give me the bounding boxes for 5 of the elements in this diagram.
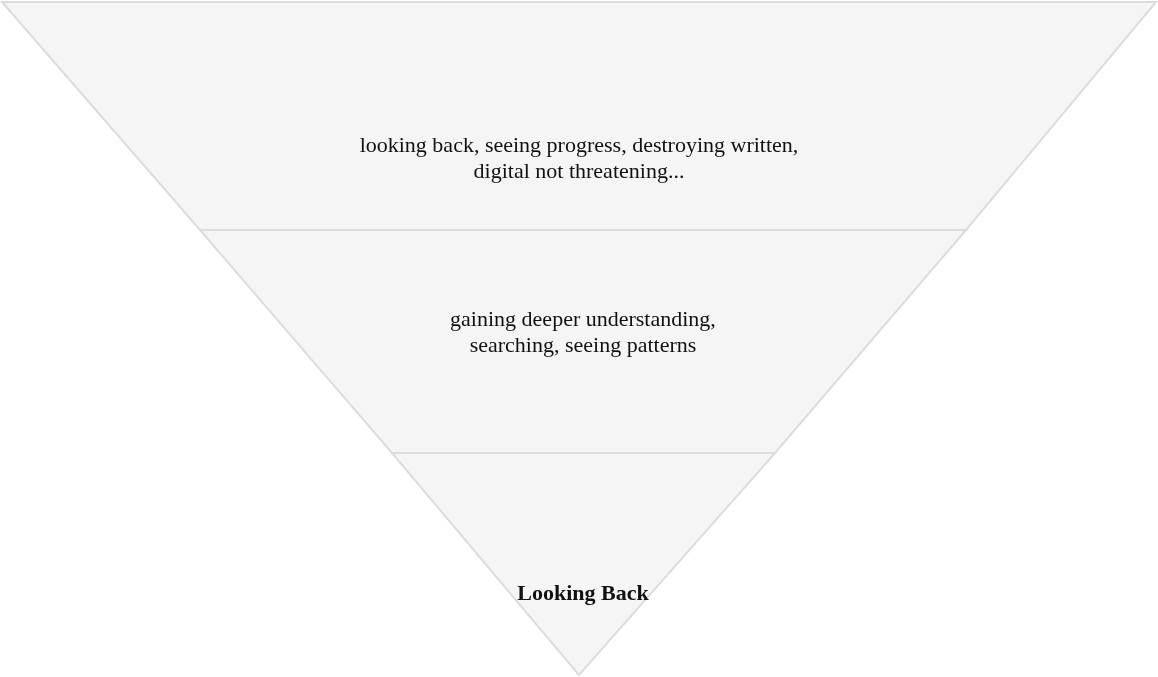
band-text: looking back, seeing progress, destroying written, digital not threatening... [358, 132, 800, 185]
band-title: Looking Back [516, 580, 650, 607]
pyramid-band [2, 2, 1156, 230]
band-text: gaining deeper understanding, searching, seeing patterns [449, 306, 717, 359]
pyramid-band [200, 230, 966, 453]
